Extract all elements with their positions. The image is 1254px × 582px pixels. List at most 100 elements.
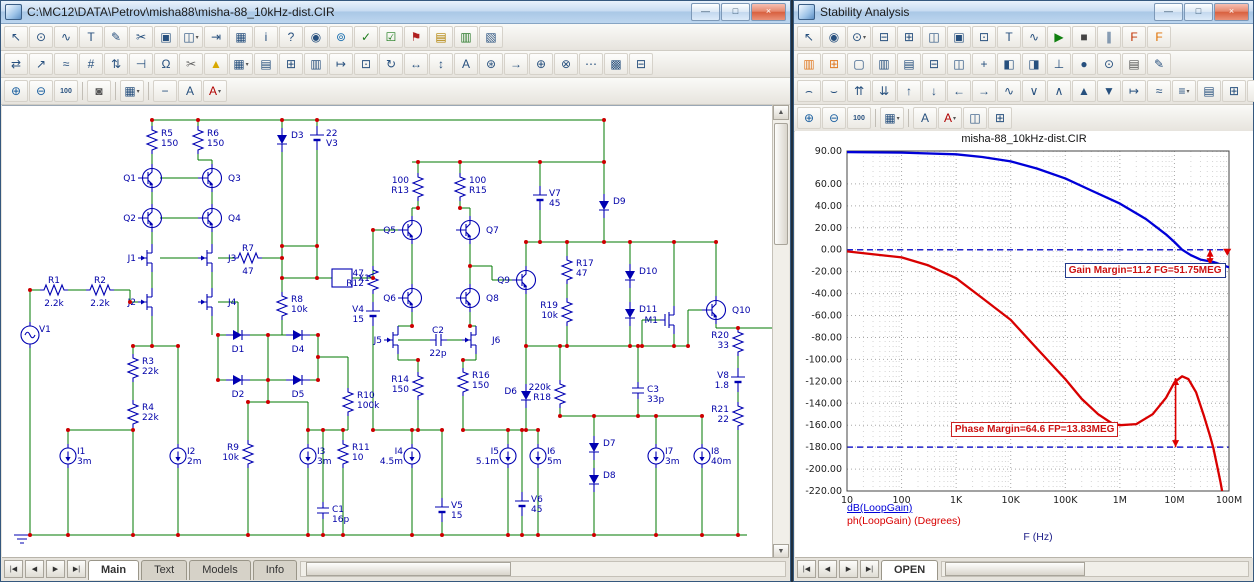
run-icon[interactable]: ▶ <box>1047 26 1071 48</box>
select-icon[interactable]: ↖ <box>797 26 821 48</box>
first-sheet-button[interactable]: |◀ <box>4 560 23 578</box>
mirror-icon[interactable]: ↔ <box>404 53 428 75</box>
clipboard-icon[interactable]: ▥ <box>304 53 328 75</box>
text-icon[interactable]: T <box>997 26 1021 48</box>
split-icon[interactable]: ⊡ <box>972 26 996 48</box>
pause-icon[interactable]: ∥ <box>1097 26 1121 48</box>
pages-icon[interactable]: ⊞ <box>279 53 303 75</box>
clip-icon[interactable]: ✂ <box>179 53 203 75</box>
font-color-icon-dropdown[interactable]: ▾ <box>218 88 222 95</box>
minimize-button[interactable]: — <box>1154 3 1183 21</box>
zoom-100-icon[interactable]: 100 <box>847 107 871 129</box>
tab-text[interactable]: Text <box>141 560 188 580</box>
flip-icon[interactable]: ↕ <box>429 53 453 75</box>
data-point-icon[interactable]: ● <box>1072 53 1096 75</box>
target-icon[interactable]: ⊡ <box>354 53 378 75</box>
find-a-icon[interactable]: A <box>454 53 478 75</box>
print-icon[interactable]: ▤ <box>1122 53 1146 75</box>
select-region-icon-dropdown[interactable]: ▾ <box>136 88 140 95</box>
normalize-icon[interactable]: ⊠ <box>1247 80 1254 102</box>
component-d1[interactable]: D1 <box>225 329 251 355</box>
component-d7[interactable]: D7 <box>588 435 616 461</box>
note-icon[interactable]: ▥ <box>454 26 478 48</box>
pane4-icon[interactable]: ⊟ <box>922 53 946 75</box>
tab-main[interactable]: Main <box>88 560 140 580</box>
probe-icon-dropdown[interactable]: ▾ <box>863 34 867 41</box>
fuse-icon[interactable]: Ω <box>154 53 178 75</box>
eye-icon[interactable]: ◉ <box>304 26 328 48</box>
report-icon[interactable]: ▧ <box>479 26 503 48</box>
camera-icon[interactable]: ◙ <box>87 80 111 102</box>
horizontal-scrollbar[interactable] <box>300 561 786 577</box>
next-page-button[interactable]: ▶ <box>839 560 858 578</box>
tag-left-icon[interactable]: ◧ <box>997 53 1021 75</box>
probe-icon[interactable]: ⊙▾ <box>847 26 871 48</box>
component-q2[interactable]: Q2 <box>123 203 163 233</box>
tag-right-icon[interactable]: ◨ <box>1022 53 1046 75</box>
copy-page-icon[interactable]: ◫ <box>963 107 987 129</box>
last-page-button[interactable]: ▶| <box>860 560 879 578</box>
pages2-icon[interactable]: ⊞ <box>988 107 1012 129</box>
component-d4[interactable]: D4 <box>285 329 311 355</box>
info-icon[interactable]: i <box>254 26 278 48</box>
component-d6[interactable]: D6 <box>504 383 532 409</box>
pane1-icon[interactable]: ▢ <box>847 53 871 75</box>
stop-icon[interactable]: ■ <box>1072 26 1096 48</box>
cursor-cross-icon[interactable]: + <box>972 53 996 75</box>
next-point-icon[interactable]: ↦ <box>1122 80 1146 102</box>
font-color-icon[interactable]: A▾ <box>203 80 227 102</box>
wire-icon[interactable]: ∿ <box>54 26 78 48</box>
scroll-down-button[interactable]: ▼ <box>773 544 789 559</box>
global-high-icon[interactable]: ▲ <box>1072 80 1096 102</box>
analysis-horizontal-scrollbar[interactable] <box>941 561 1249 577</box>
tag-bottom-icon[interactable]: ⊥ <box>1047 53 1071 75</box>
component-d9[interactable]: D9 <box>598 193 626 219</box>
pane5-icon[interactable]: ◫ <box>947 53 971 75</box>
component-d10[interactable]: D10 <box>624 263 658 289</box>
component-q6[interactable]: Q6 <box>383 283 423 313</box>
sheet-icon[interactable]: ▦ <box>229 26 253 48</box>
rotate-icon[interactable]: ↻ <box>379 53 403 75</box>
valley-icon[interactable]: ⌣ <box>822 80 846 102</box>
annotate-icon[interactable]: ✎ <box>1147 53 1171 75</box>
component-i5[interactable]: I55.1m <box>476 443 517 469</box>
component-j4[interactable]: J4 <box>197 287 237 317</box>
layers-icon[interactable]: ⊟ <box>629 53 653 75</box>
component-q8[interactable]: Q8 <box>455 283 499 313</box>
analysis-titlebar[interactable]: Stability Analysis —□× <box>794 1 1253 24</box>
monitor-icon[interactable]: ▣ <box>154 26 178 48</box>
last-sheet-button[interactable]: ▶| <box>67 560 86 578</box>
grid2-icon-dropdown[interactable]: ▾ <box>896 115 900 122</box>
tile-horizontal-icon[interactable]: ⊞ <box>897 26 921 48</box>
close-button[interactable]: × <box>1214 3 1249 21</box>
component-v8[interactable]: V81.8 <box>715 366 747 394</box>
component-d8[interactable]: D8 <box>588 467 616 493</box>
draw-icon[interactable]: ✎ <box>104 26 128 48</box>
select-icon[interactable]: ↖ <box>4 26 28 48</box>
power-icon[interactable]: ◉ <box>822 26 846 48</box>
remove-icon[interactable]: ⊗ <box>554 53 578 75</box>
restore-button[interactable]: □ <box>1184 3 1213 21</box>
gain-margin-annotation[interactable]: Gain Margin=11.2 FG=51.75MEG <box>1064 262 1226 278</box>
zoom-out-icon[interactable]: ⊖ <box>29 80 53 102</box>
component-r2[interactable]: R22.2k <box>85 276 115 309</box>
numeric-output-icon[interactable]: ⊞ <box>822 53 846 75</box>
report-icon[interactable]: ▤ <box>1197 80 1221 102</box>
